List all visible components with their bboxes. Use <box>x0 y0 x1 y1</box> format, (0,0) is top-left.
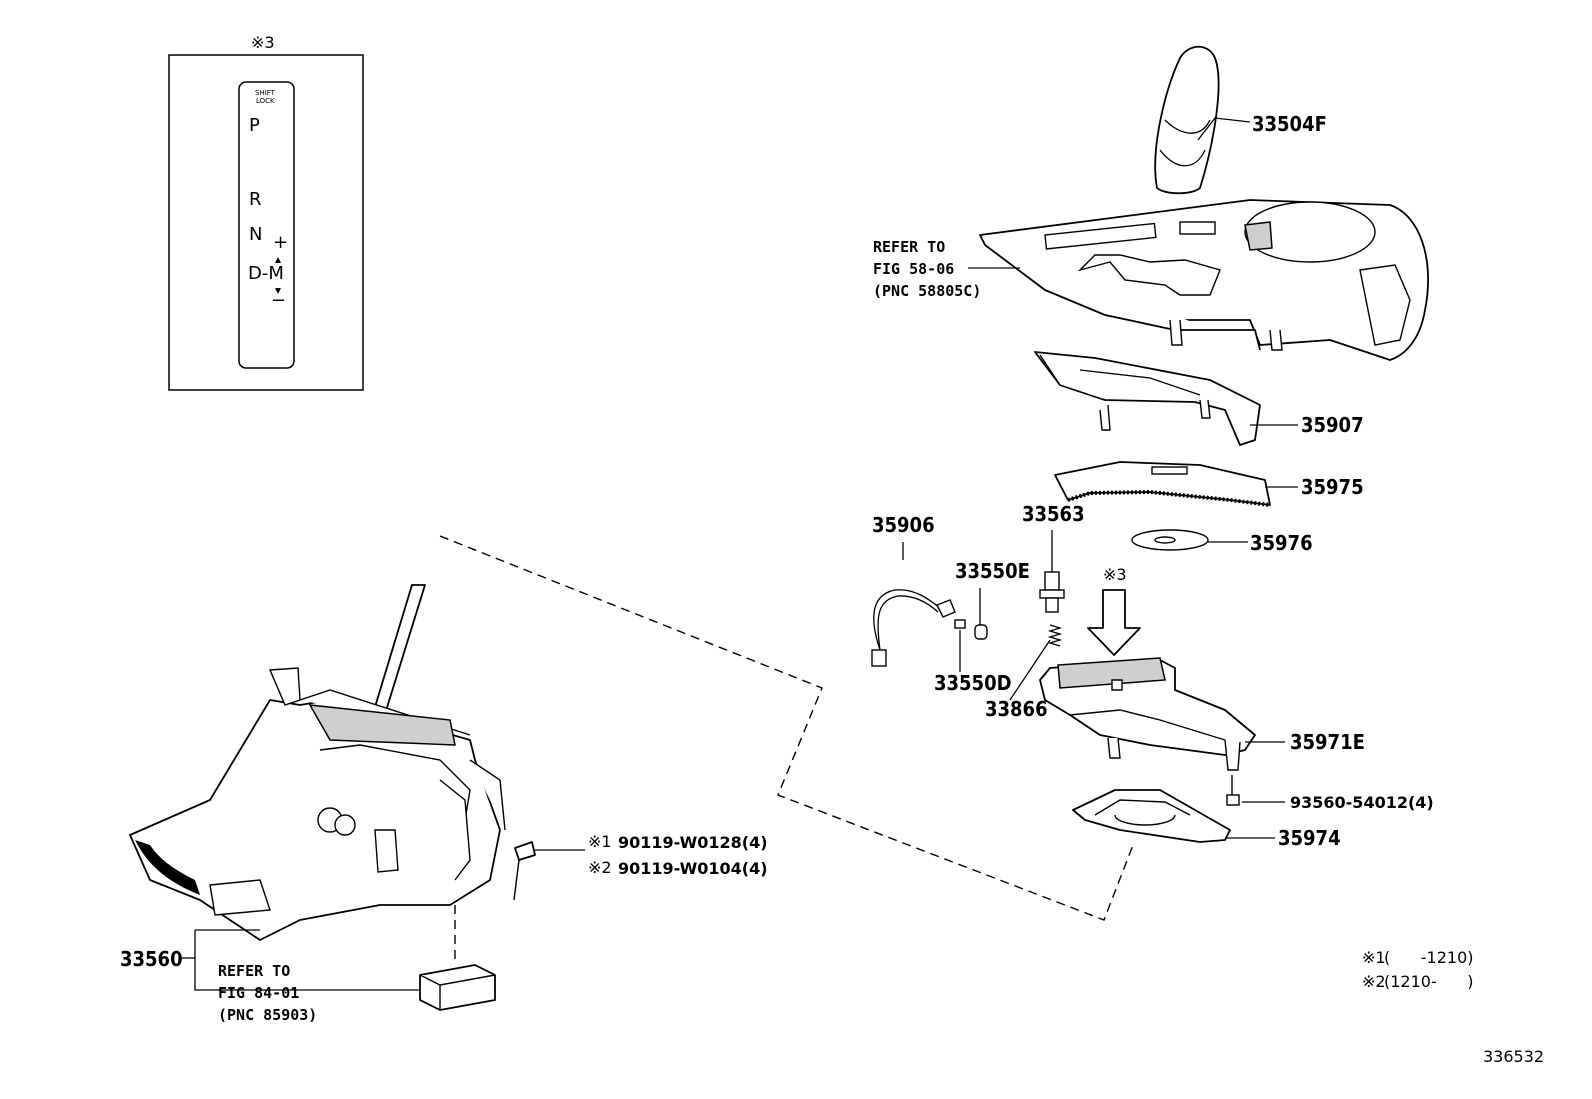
ref-top-line1: REFER TO <box>873 238 945 256</box>
callout-90119-w0128: 90119-W0128(4) <box>618 833 768 852</box>
callout-35975: 35975 <box>1301 475 1364 499</box>
note-1-mark: ※1 <box>1362 948 1386 967</box>
callout-35971e: 35971E <box>1290 730 1365 754</box>
shift-lock-label-2: LOCK <box>256 97 275 105</box>
ref-bottom-line3: (PNC 85903) <box>218 1006 317 1024</box>
shift-lock-label-1: SHIFT <box>255 89 276 97</box>
arrow-mark-3: ※3 <box>1103 565 1127 584</box>
mark-2-bolt: ※2 <box>588 858 612 877</box>
lower-plate-35974 <box>1072 789 1231 843</box>
view-arrow-icon <box>1087 589 1141 656</box>
base-plate-35971e <box>1039 657 1256 771</box>
bolt-90119 <box>513 841 536 901</box>
ref-bottom-line2: FIG 84-01 <box>218 984 299 1002</box>
callout-33563: 33563 <box>1022 502 1085 526</box>
ref-bottom-line1: REFER TO <box>218 962 290 980</box>
gate-position-p: P <box>249 115 260 136</box>
ref-top-line2: FIG 58-06 <box>873 260 954 278</box>
callout-35907: 35907 <box>1301 413 1364 437</box>
callout-33550e: 33550E <box>955 559 1030 583</box>
mark-1-bolt: ※1 <box>588 832 612 851</box>
gate-minus: − <box>271 290 286 311</box>
callout-93560: 93560-54012(4) <box>1290 793 1434 812</box>
gate-plus: + <box>273 232 288 253</box>
note-1-text: ( -1210) <box>1384 948 1474 967</box>
screw-93560 <box>1226 775 1240 806</box>
arrow-up-icon <box>275 257 281 263</box>
callout-35906: 35906 <box>872 513 935 537</box>
console-upper-panel <box>979 199 1429 361</box>
plate-35976 <box>1131 529 1209 551</box>
shift-lever-assembly-33560 <box>129 584 506 941</box>
spring-33866 <box>1047 624 1063 647</box>
switch-part-33550d <box>954 619 966 629</box>
callout-33504f: 33504F <box>1252 112 1327 136</box>
lock-pin-33563 <box>1039 571 1065 613</box>
control-unit-box <box>419 964 496 1011</box>
gate-position-d-m: D-M <box>248 263 284 284</box>
switch-part-33550e <box>974 624 988 640</box>
callout-35974: 35974 <box>1278 826 1341 850</box>
gate-position-r: R <box>249 189 262 210</box>
wire-harness-35906 <box>871 589 956 667</box>
shutter-35975 <box>1054 461 1271 507</box>
shift-gate-panel: ※3 SHIFT LOCK P R N + D-M − <box>168 33 364 391</box>
ref-top-line3: (PNC 58805C) <box>873 282 981 300</box>
explosion-dashed-outline <box>439 535 1134 921</box>
gate-position-n: N <box>249 224 262 245</box>
arrow-down-icon <box>275 288 281 294</box>
gate-panel-mark: ※3 <box>251 33 275 52</box>
callout-33550d: 33550D <box>934 671 1012 695</box>
illustration-number: 336532 <box>1483 1047 1544 1066</box>
note-2-text: (1210- ) <box>1384 972 1474 991</box>
note-2-mark: ※2 <box>1362 972 1386 991</box>
callout-33560: 33560 <box>120 947 183 971</box>
callout-35976: 35976 <box>1250 531 1313 555</box>
shift-knob <box>1154 45 1220 195</box>
callout-90119-w0104: 90119-W0104(4) <box>618 859 768 878</box>
callout-33866: 33866 <box>985 697 1048 721</box>
indicator-housing-35907 <box>1034 351 1261 446</box>
